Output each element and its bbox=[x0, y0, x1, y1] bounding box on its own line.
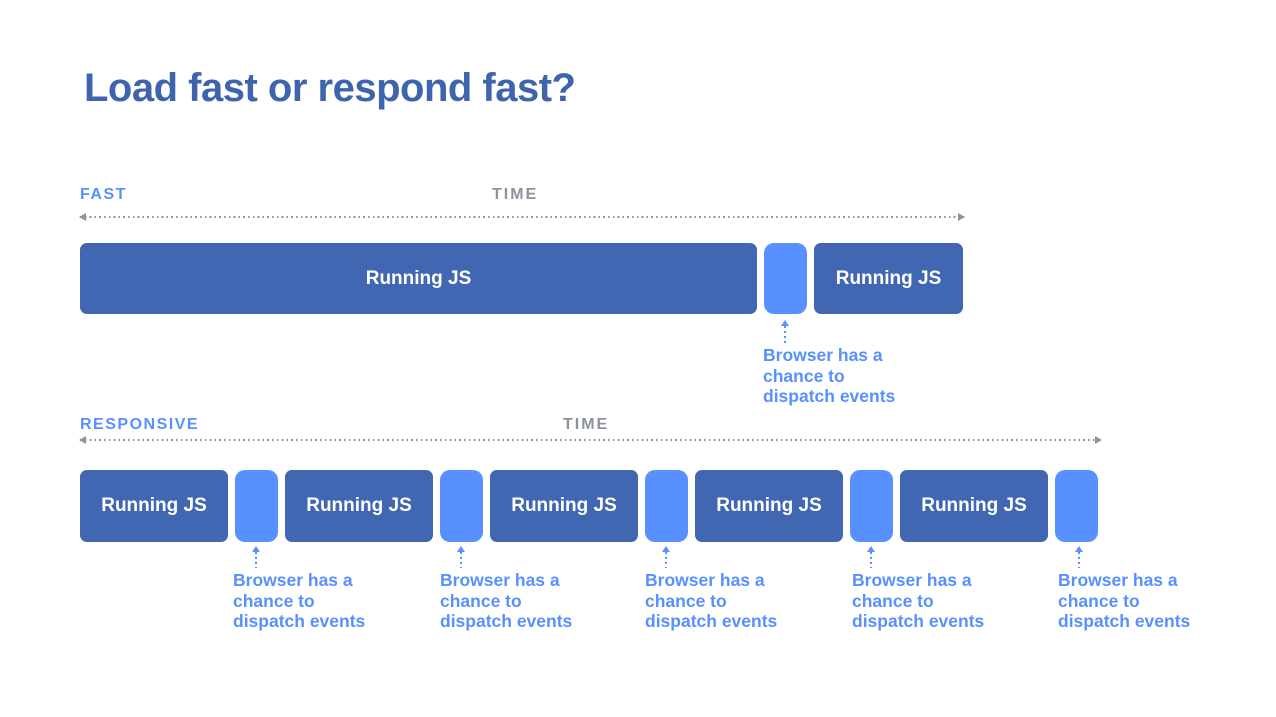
annotation-line: chance to bbox=[852, 590, 934, 611]
responsive-lane: Running JS Running JS Running JS Running… bbox=[80, 470, 1098, 542]
annotation-line: chance to bbox=[1058, 590, 1140, 611]
annotation-text: Browser has a chance to dispatch events bbox=[233, 570, 403, 632]
annotation-arrow bbox=[457, 546, 465, 568]
annotation-text: Browser has a chance to dispatch events bbox=[1058, 570, 1228, 632]
event-gap-block bbox=[1055, 470, 1098, 542]
running-js-block: Running JS bbox=[695, 470, 843, 542]
running-js-block: Running JS bbox=[490, 470, 638, 542]
fast-timeline-arrow bbox=[79, 213, 965, 221]
annotation-line: chance to bbox=[440, 590, 522, 611]
event-gap-block bbox=[645, 470, 688, 542]
running-js-block: Running JS bbox=[814, 243, 963, 314]
fast-section-label: FAST bbox=[80, 186, 127, 203]
annotation-arrow bbox=[867, 546, 875, 568]
event-gap-block bbox=[440, 470, 483, 542]
annotation-text: Browser has a chance to dispatch events bbox=[440, 570, 610, 632]
responsive-timeline-arrow bbox=[79, 436, 1102, 444]
running-js-block: Running JS bbox=[80, 470, 228, 542]
annotation-text: Browser has a chance to dispatch events bbox=[852, 570, 1022, 632]
running-js-block: Running JS bbox=[900, 470, 1048, 542]
annotation-line: Browser has a bbox=[233, 570, 353, 590]
responsive-section-label: RESPONSIVE bbox=[80, 416, 200, 433]
annotation-line: Browser has a bbox=[763, 345, 883, 365]
annotation-line: Browser has a bbox=[852, 570, 972, 590]
running-js-block: Running JS bbox=[285, 470, 433, 542]
annotation-arrow bbox=[1075, 546, 1083, 568]
running-js-block: Running JS bbox=[80, 243, 757, 314]
fast-time-label: TIME bbox=[492, 186, 539, 203]
slide-title: Load fast or respond fast? bbox=[84, 66, 576, 110]
annotation-line: Browser has a bbox=[440, 570, 560, 590]
annotation-line: chance to bbox=[645, 590, 727, 611]
annotation-line: Browser has a bbox=[1058, 570, 1178, 590]
annotation-line: dispatch events bbox=[852, 611, 985, 631]
annotation-arrow bbox=[252, 546, 260, 568]
fast-lane: Running JS Running JS bbox=[80, 243, 963, 314]
responsive-time-label: TIME bbox=[563, 416, 610, 433]
annotation-line: dispatch events bbox=[763, 386, 896, 406]
annotation-arrow bbox=[781, 320, 789, 344]
event-gap-block bbox=[850, 470, 893, 542]
annotation-line: Browser has a bbox=[645, 570, 765, 590]
event-gap-block bbox=[235, 470, 278, 542]
annotation-text: Browser has a chance to dispatch events bbox=[645, 570, 815, 632]
annotation-line: dispatch events bbox=[645, 611, 778, 631]
annotation-arrow bbox=[662, 546, 670, 568]
annotation-text: Browser has a chance to dispatch events bbox=[763, 345, 933, 407]
annotation-line: dispatch events bbox=[1058, 611, 1191, 631]
annotation-line: chance to bbox=[233, 590, 315, 611]
annotation-line: dispatch events bbox=[233, 611, 366, 631]
event-gap-block bbox=[764, 243, 807, 314]
annotation-line: chance to bbox=[763, 365, 845, 386]
annotation-line: dispatch events bbox=[440, 611, 573, 631]
